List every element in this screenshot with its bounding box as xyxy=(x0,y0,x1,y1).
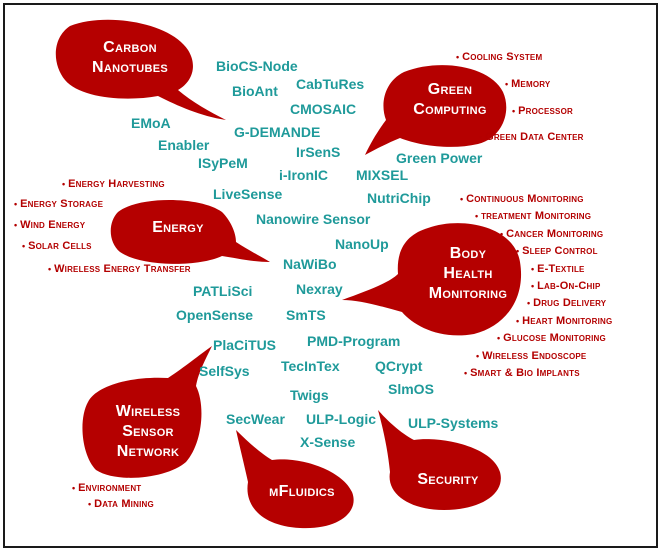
project-nexray: Nexray xyxy=(296,281,343,297)
topic-e-textile: E-Textile xyxy=(531,263,585,275)
topic-environment: Environment xyxy=(72,482,141,494)
body-health-line2: Health xyxy=(443,265,493,282)
energy-label: Energy xyxy=(152,219,204,236)
green-computing-bubble xyxy=(365,65,507,155)
body-health-line1: Body xyxy=(449,245,487,262)
topic-wind-energy: Wind Energy xyxy=(14,219,85,231)
project-opensense: OpenSense xyxy=(176,307,254,323)
microfluidics-label: μFluidics xyxy=(269,483,335,500)
project-smts: SmTS xyxy=(286,307,326,323)
green-computing-line1: Green xyxy=(427,81,473,98)
project-placitus: PlaCiTUS xyxy=(213,337,277,353)
topic-drug-delivery: Drug Delivery xyxy=(527,297,606,309)
project-livesense: LiveSense xyxy=(213,186,283,202)
body-health-line3: Monitoring xyxy=(428,285,508,302)
project-nanoup: NanoUp xyxy=(335,236,389,252)
topic-smart-bio-implants: Smart & Bio Implants xyxy=(464,367,580,379)
topic-energy-harvesting: Energy Harvesting xyxy=(62,178,165,190)
project-green-power: Green Power xyxy=(396,150,483,166)
project-irsens: IrSenS xyxy=(296,144,341,160)
project-ulp-systems: ULP-Systems xyxy=(408,415,499,431)
project-secwear: SecWear xyxy=(226,411,285,427)
topic-solar-cells: Solar Cells xyxy=(22,240,92,252)
project-qcrypt: QCrypt xyxy=(375,358,423,374)
wireless-sensor-label: Wireless Sensor Network xyxy=(88,402,208,462)
wireless-sensor-line1: Wireless xyxy=(115,403,181,420)
project-isypem: ISyPeM xyxy=(198,155,248,171)
project-slmos: SlmOS xyxy=(388,381,434,397)
carbon-nanotubes-label: Carbon Nanotubes xyxy=(68,38,192,78)
carbon-nanotubes-bubble xyxy=(55,19,226,120)
project-biocs-node: BioCS-Node xyxy=(216,58,298,74)
project-twigs: Twigs xyxy=(290,387,329,403)
security-bubble xyxy=(378,410,501,510)
project-cabtures: CabTuRes xyxy=(296,76,365,92)
topic-glucose-monitoring: Glucose Monitoring xyxy=(497,332,606,344)
project-i-ironic: i-IronIC xyxy=(279,167,328,183)
topic-wireless-endoscope: Wireless Endoscope xyxy=(476,350,586,362)
carbon-nanotubes-line2: Nanotubes xyxy=(92,59,168,76)
green-computing-label: Green Computing xyxy=(390,80,510,120)
microfluidics-bubble xyxy=(236,430,354,529)
topic-continuous-monitoring: Continuous Monitoring xyxy=(460,193,584,205)
topic-processor: Processor xyxy=(512,105,573,117)
project-x-sense: X-Sense xyxy=(300,434,356,450)
energy-bubble xyxy=(110,200,270,264)
carbon-nanotubes-line1: Carbon xyxy=(103,39,157,56)
project-cmosaic: CMOSAIC xyxy=(290,101,357,117)
topic-sleep-control: Sleep Control xyxy=(516,245,598,257)
topic-cooling-system: Cooling System xyxy=(456,51,542,63)
project-nutrichip: NutriChip xyxy=(367,190,431,206)
wireless-sensor-line2: Sensor xyxy=(122,423,174,440)
topic-cancer-monitoring: Cancer Monitoring xyxy=(500,228,603,240)
topic-wireless-energy-transfer: Wireless Energy Transfer xyxy=(48,263,191,275)
topic-lab-on-chip: Lab-On-Chip xyxy=(531,280,600,292)
topic-heart-monitoring: Heart Monitoring xyxy=(516,315,612,327)
project-mixsel: MIXSEL xyxy=(356,167,409,183)
security-label: Security xyxy=(417,471,479,488)
wireless-sensor-bubble xyxy=(82,346,213,478)
project-emoa: EMoA xyxy=(131,115,171,131)
topic-treatment-monitoring: treatment Monitoring xyxy=(475,210,591,222)
project-g-demande: G-DEMANDE xyxy=(234,124,321,140)
topic-memory: Memory xyxy=(505,78,550,90)
project-selfsys: SelfSys xyxy=(199,363,250,379)
project-ulp-logic: ULP-Logic xyxy=(306,411,376,427)
project-enabler: Enabler xyxy=(158,137,210,153)
topic-green-data-center: Green Data Center xyxy=(479,131,584,143)
project-patlisci: PATLiSci xyxy=(193,283,253,299)
project-bioant: BioAnt xyxy=(232,83,278,99)
body-health-label: Body Health Monitoring xyxy=(408,244,528,304)
body-health-bubble xyxy=(342,223,522,336)
topic-energy-storage: Energy Storage xyxy=(14,198,103,210)
project-pmd-program: PMD-Program xyxy=(307,333,401,349)
topic-data-mining: Data Mining xyxy=(88,498,154,510)
project-tecintex: TecInTex xyxy=(281,358,340,374)
green-computing-line2: Computing xyxy=(413,101,487,118)
project-nanowire-sensor: Nanowire Sensor xyxy=(256,211,371,227)
project-nawibo: NaWiBo xyxy=(283,256,337,272)
wireless-sensor-line3: Network xyxy=(116,443,180,460)
